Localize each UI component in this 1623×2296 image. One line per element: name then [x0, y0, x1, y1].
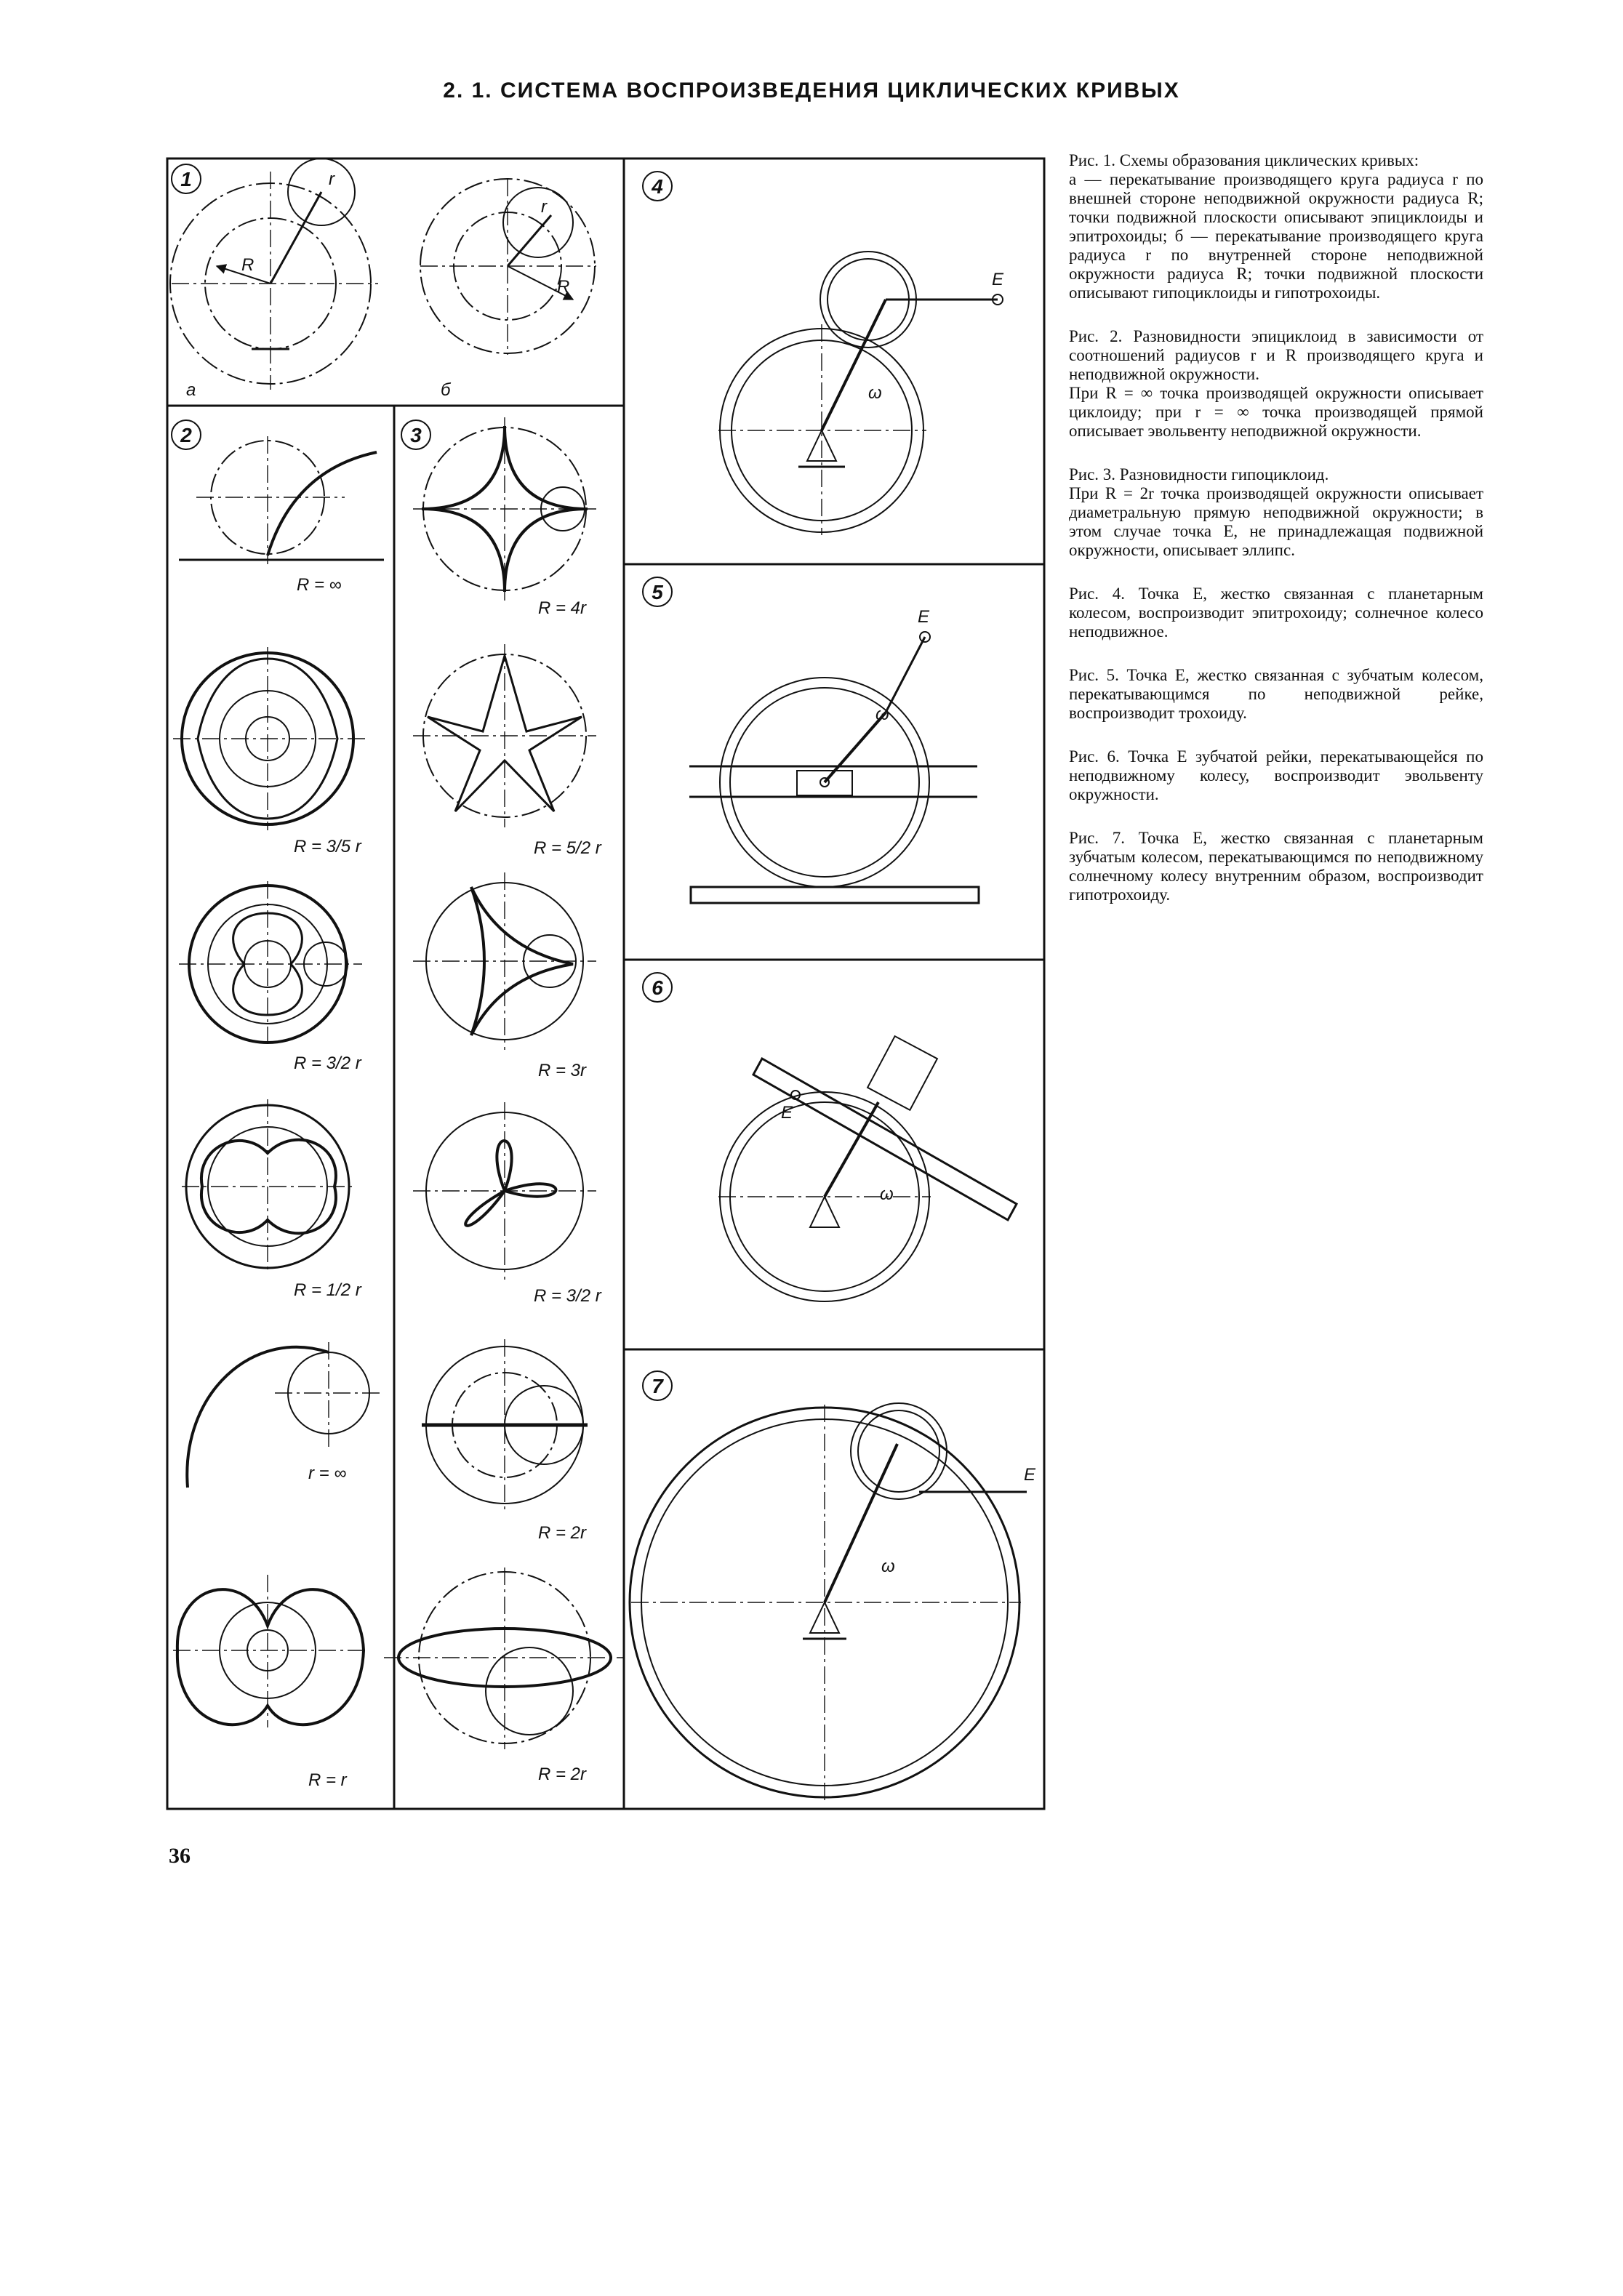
- fig2-epicycloid-3-2: [179, 881, 362, 1047]
- fig-number: 4: [651, 175, 663, 198]
- fig1-epicycloid-scheme: [169, 158, 378, 390]
- fig3-label: R = 4r: [538, 598, 587, 618]
- fig2-label: R = 3/2 r: [294, 1053, 362, 1073]
- caption-body: При R = ∞ точка производящей окружности …: [1069, 384, 1483, 440]
- fig7-E-label: E: [1024, 1465, 1036, 1485]
- caption-6: Рис. 6. Точка E зубчатой рейки, перекаты…: [1069, 747, 1483, 804]
- fig3-ellipse: [384, 1568, 624, 1749]
- fig2-label: R = ∞: [297, 575, 342, 595]
- fig2-label: R = r: [308, 1770, 348, 1790]
- fig1b-R-label: R: [557, 277, 569, 297]
- fig3-label: R = 3r: [538, 1061, 587, 1080]
- fig-number: 5: [652, 581, 663, 603]
- caption-head: Рис. 5. Точка E, жестко связанная с зубч…: [1069, 666, 1483, 722]
- caption-body: При R = 2r точка производящей окружности…: [1069, 484, 1483, 559]
- caption-5: Рис. 5. Точка E, жестко связанная с зубч…: [1069, 666, 1483, 723]
- fig4-epitrochoid-mechanism: [718, 251, 1003, 535]
- fig3-trefoil: [413, 1102, 596, 1280]
- fig4-E-label: E: [992, 270, 1004, 289]
- fig1b-r-label: r: [541, 197, 548, 217]
- caption-head: Рис. 7. Точка E, жестко связанная с план…: [1069, 829, 1483, 904]
- fig2-epicycloid-3-5: [173, 647, 365, 830]
- caption-head: Рис. 3. Разновидности гипоциклоид.: [1069, 465, 1329, 483]
- fig2-label: r = ∞: [308, 1464, 346, 1483]
- fig3-astroid: [413, 417, 596, 601]
- fig-number: 7: [652, 1375, 664, 1397]
- fig2-cycloid: [179, 436, 384, 564]
- fig2-label: R = 3/5 r: [294, 837, 362, 856]
- fig5-trochoid-mechanism: [689, 631, 980, 904]
- fig1-sub-a: а: [186, 380, 196, 400]
- caption-head: Рис. 6. Точка E зубчатой рейки, перекаты…: [1069, 747, 1483, 803]
- fig3-label: R = 3/2 r: [534, 1286, 602, 1306]
- page-title: 2. 1. СИСТЕМА ВОСПРОИЗВЕДЕНИЯ ЦИКЛИЧЕСКИ…: [443, 79, 1180, 103]
- fig2-label: R = 1/2 r: [294, 1280, 362, 1300]
- caption-head: Рис. 4. Точка E, жестко связанная с план…: [1069, 585, 1483, 641]
- figure-panel: 1 4 2 3 5 6 7 а б r R r R R = ∞ R = 3/5 …: [166, 157, 1046, 1810]
- fig6-involute-mechanism: [718, 1035, 1019, 1302]
- fig-number: 6: [652, 976, 663, 999]
- fig7-hypotrochoid-mechanism: [628, 1402, 1027, 1800]
- fig1-r-label: r: [329, 169, 335, 189]
- fig2-epicycloid-1-2: [182, 1099, 355, 1271]
- caption-2: Рис. 2. Разновидности эпициклоид в завис…: [1069, 327, 1483, 441]
- fig1-sub-b: б: [441, 380, 452, 400]
- fig2-cardioid: [173, 1575, 369, 1727]
- fig7-omega-label: ω: [881, 1557, 895, 1576]
- caption-head: Рис. 2. Разновидности эпициклоид в завис…: [1069, 327, 1483, 383]
- fig3-label: R = 2r: [538, 1765, 587, 1784]
- fig1-R-label: R: [241, 255, 254, 275]
- figure-grid-frame: [166, 157, 1046, 1810]
- fig3-star-5-2: [413, 644, 596, 827]
- caption-1: Рис. 1. Схемы образования циклических кр…: [1069, 151, 1483, 302]
- fig-number: 3: [410, 424, 422, 446]
- caption-column: Рис. 1. Схемы образования циклических кр…: [1069, 151, 1483, 929]
- fig3-label: R = 5/2 r: [534, 838, 602, 858]
- caption-4: Рис. 4. Точка E, жестко связанная с план…: [1069, 585, 1483, 641]
- fig5-omega-label: ω: [875, 705, 889, 724]
- page-number: 36: [169, 1844, 191, 1868]
- fig6-E-label: E: [781, 1103, 793, 1123]
- fig6-omega-label: ω: [880, 1184, 894, 1204]
- fig-number: 2: [180, 424, 192, 446]
- caption-head: Рис. 1. Схемы образования циклических кр…: [1069, 151, 1419, 169]
- fig1-hypocycloid-scheme: [420, 178, 596, 355]
- fig2-involute: [185, 1342, 381, 1488]
- caption-body: а — перекатывание производящего круга ра…: [1069, 170, 1483, 302]
- fig3-diameter-line: [422, 1339, 588, 1511]
- fig4-omega-label: ω: [868, 383, 882, 403]
- fig5-E-label: E: [918, 607, 930, 627]
- fig3-label: R = 2r: [538, 1523, 587, 1543]
- caption-7: Рис. 7. Точка E, жестко связанная с план…: [1069, 829, 1483, 904]
- fig-number: 1: [180, 168, 192, 190]
- caption-3: Рис. 3. Разновидности гипоциклоид.При R …: [1069, 465, 1483, 560]
- fig3-deltoid: [413, 872, 596, 1050]
